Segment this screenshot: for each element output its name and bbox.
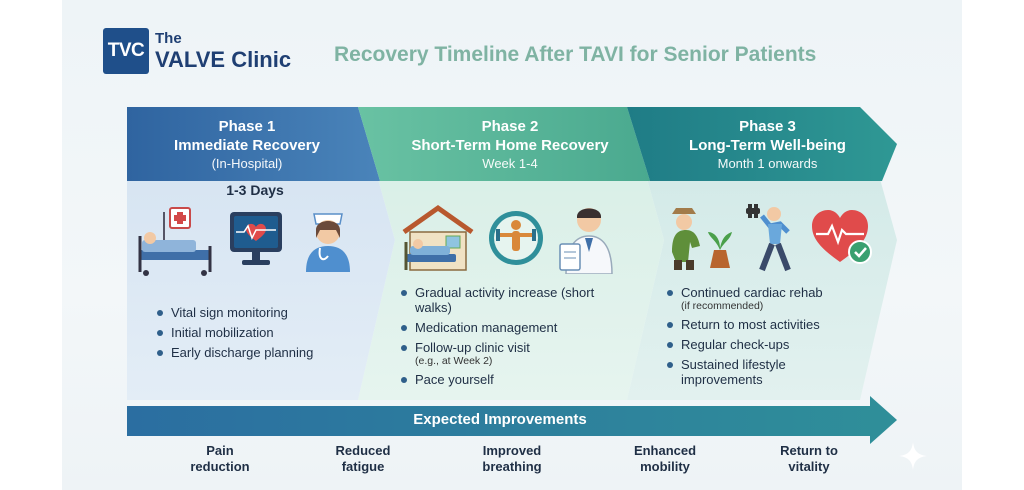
gardening-icon (672, 208, 732, 270)
phase3-header: Phase 3 Long-Term Well-being Month 1 onw… (650, 107, 885, 181)
walking-weights-icon (746, 204, 791, 272)
phase3-head (627, 107, 897, 181)
phase3-bullets: Continued cardiac rehab(if recommended) … (667, 285, 857, 392)
clinic-logo: TVC (103, 28, 149, 74)
nurse-icon (306, 213, 350, 272)
phase1-bullets: Vital sign monitoring Initial mobilizati… (157, 305, 352, 365)
logo-name-text: VALVE Clinic (155, 47, 292, 72)
home-rest-icon (402, 204, 474, 271)
list-item: Continued cardiac rehab(if recommended) (667, 285, 857, 312)
list-item: Follow-up clinic visit(e.g., at Week 2) (401, 340, 601, 367)
phase2-header: Phase 2 Short-Term Home Recovery Week 1-… (380, 107, 640, 181)
exercise-icon (489, 211, 543, 265)
phase1-period: (In-Hospital) (211, 156, 283, 171)
list-item: Sustained lifestyle improvements (667, 357, 857, 387)
heart-monitor-icon (230, 212, 282, 265)
list-item: Initial mobilization (157, 325, 352, 340)
phase2-bullets: Gradual activity increase (short walks) … (401, 285, 601, 392)
list-item: Early discharge planning (157, 345, 352, 360)
phase2-name: Short-Term Home Recovery (411, 137, 609, 154)
logo-the-text: The (155, 30, 182, 47)
phase1-label: Phase 1 (218, 118, 276, 135)
phase1-name: Immediate Recovery (174, 137, 320, 154)
phase1-header: Phase 1 Immediate Recovery (In-Hospital) (127, 107, 367, 181)
phase1-duration: 1-3 Days (226, 182, 284, 198)
sparkle-icon (899, 442, 927, 470)
list-item: Return to most activities (667, 317, 857, 332)
improvements-title: Expected Improvements (413, 411, 587, 428)
phase2-head (358, 107, 650, 181)
healthy-heart-icon (812, 210, 872, 264)
phase2-period: Week 1-4 (482, 156, 538, 171)
list-item: Regular check-ups (667, 337, 857, 352)
list-item: Medication management (401, 320, 601, 335)
improvements-arrow (127, 396, 897, 444)
list-item: Gradual activity increase (short walks) (401, 285, 601, 315)
phase2-label: Phase 2 (481, 118, 539, 135)
phase3-period: Month 1 onwards (717, 156, 818, 171)
list-item: Pace yourself (401, 372, 601, 387)
phase3-label: Phase 3 (739, 118, 796, 135)
phase1-head (127, 107, 380, 181)
doctor-icon (559, 208, 613, 274)
phase3-name: Long-Term Well-being (689, 137, 846, 154)
hospital-bed-icon (138, 207, 212, 276)
page-title: Recovery Timeline After TAVI for Senior … (334, 43, 817, 66)
list-item: Vital sign monitoring (157, 305, 352, 320)
